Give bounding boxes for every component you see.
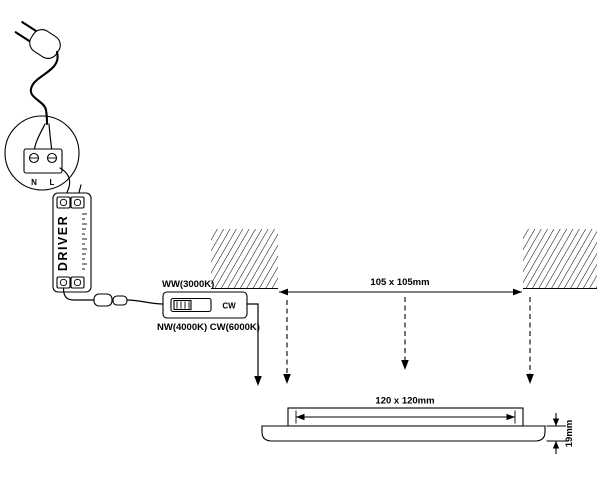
switch-input-wire xyxy=(126,299,164,305)
height-dimension-label: 19mm xyxy=(564,420,575,447)
driver-spec-marks xyxy=(82,213,87,270)
panel-trim xyxy=(261,425,546,442)
height-dimension: 19mm xyxy=(546,413,575,454)
dim-arrow-left xyxy=(279,288,288,296)
dim-arrow-right xyxy=(506,413,515,421)
plug-prong xyxy=(21,21,37,32)
driver-screw xyxy=(73,278,82,287)
ceiling-hatch-right xyxy=(523,229,597,288)
panel-feed-arrowhead xyxy=(254,376,262,386)
driver-terminal xyxy=(70,276,85,289)
cutout-dimension-label: 105 x 105mm xyxy=(370,277,429,288)
driver-terminal xyxy=(56,196,71,209)
height-arrow-top xyxy=(552,418,560,426)
connector-male xyxy=(112,295,128,306)
cct-slider-grip xyxy=(176,301,190,309)
connector-female xyxy=(93,293,113,307)
driver-housing xyxy=(52,192,92,293)
power-plug-icon xyxy=(14,21,61,126)
driver-output-wire xyxy=(62,287,95,301)
panel-feed-wire xyxy=(246,303,259,378)
driver-terminal xyxy=(56,276,71,289)
terminal-block xyxy=(23,148,63,174)
driver-screw xyxy=(59,278,68,287)
insertion-arrowhead-middle xyxy=(401,360,409,370)
cct-switch: WW(3000K) CW NW(4000K) CW(6000K) xyxy=(157,279,260,333)
dim-arrow-right xyxy=(513,288,522,296)
power-cable xyxy=(29,50,59,126)
live-wire xyxy=(48,123,53,153)
insertion-arrowhead-left xyxy=(283,374,291,384)
driver-screw xyxy=(73,198,82,207)
cct-label-ww: WW(3000K) xyxy=(162,279,214,290)
insertion-arrowhead-right xyxy=(526,374,534,384)
driver-screw xyxy=(59,198,68,207)
cable-connector xyxy=(93,293,128,307)
driver-terminal xyxy=(70,196,85,209)
cct-position-label: CW xyxy=(222,302,236,311)
driver-label: DRIVER xyxy=(56,215,70,271)
led-panel: 120 x 120mm xyxy=(261,396,546,442)
neutral-wire xyxy=(33,123,46,153)
cct-slider-knob xyxy=(173,299,192,311)
height-arrow-bottom xyxy=(552,441,560,449)
label-neutral: N xyxy=(31,178,37,187)
label-live: L xyxy=(50,178,55,187)
insertion-arrows xyxy=(283,297,534,384)
plug-prong xyxy=(14,31,31,42)
panel-dimension-label: 120 x 120mm xyxy=(375,396,434,407)
ceiling-hatch-left xyxy=(211,229,278,288)
detail-circle xyxy=(4,115,80,191)
terminal-detail-circle: N L xyxy=(4,115,80,191)
driver-box: DRIVER xyxy=(52,192,92,293)
dim-arrow-left xyxy=(296,413,305,421)
cct-label-nw-cw: NW(4000K) CW(6000K) xyxy=(157,322,260,333)
cutout-dimension: 105 x 105mm xyxy=(279,277,522,296)
